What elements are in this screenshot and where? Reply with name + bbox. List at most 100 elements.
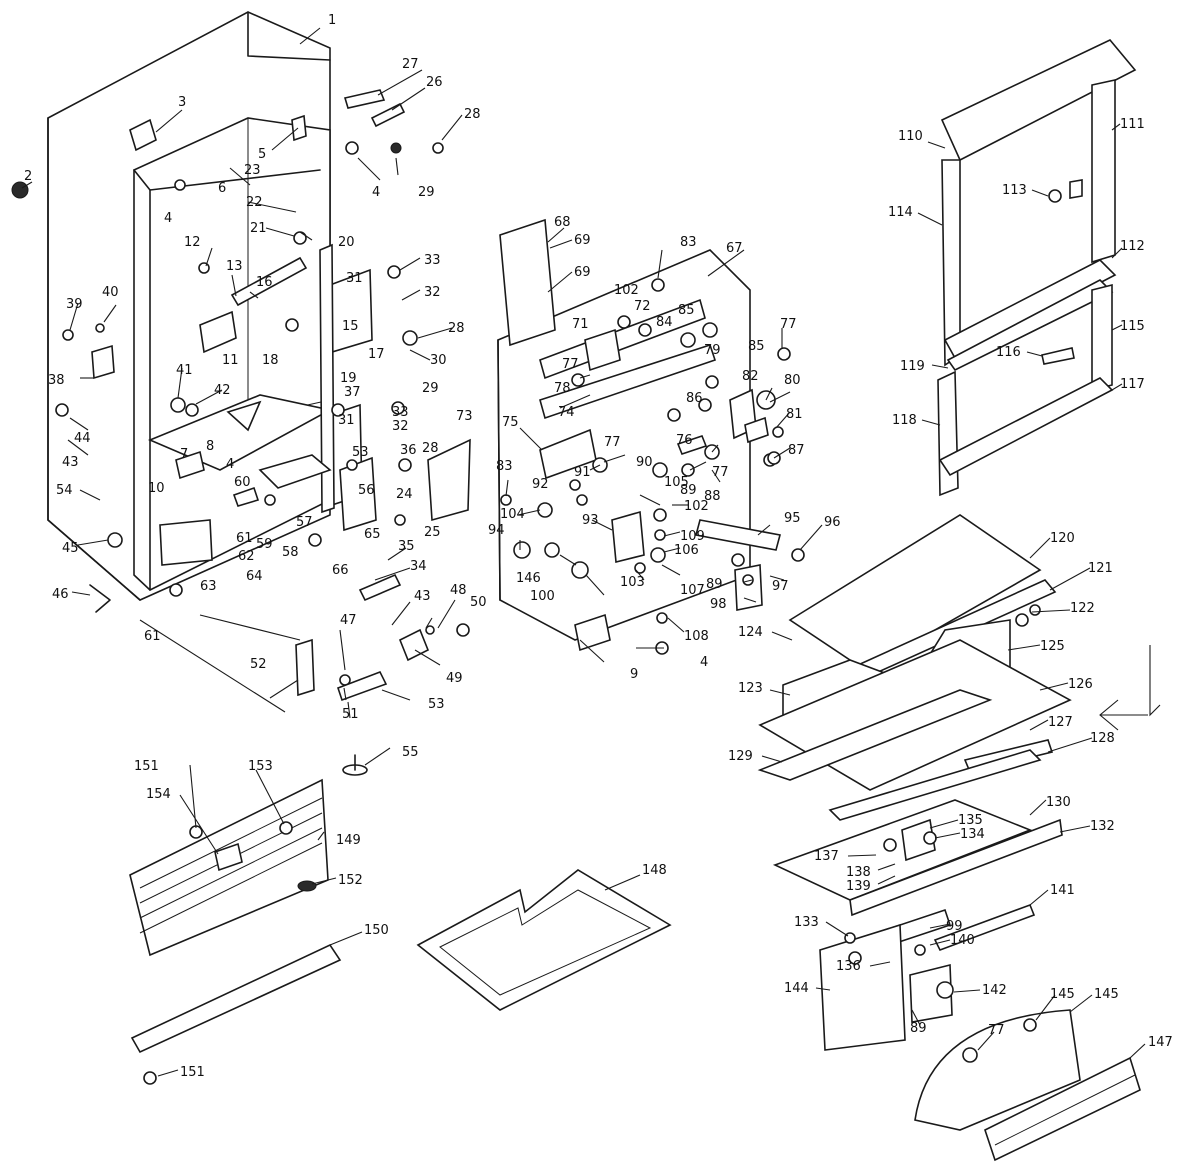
part-label-38: 38	[48, 373, 65, 388]
part-label-22: 22	[246, 195, 263, 210]
part-label-87: 87	[788, 443, 805, 458]
part-label-43: 43	[62, 455, 79, 470]
part-label-20: 20	[338, 235, 355, 250]
part-label-153: 153	[248, 759, 273, 774]
part-label-83: 83	[680, 235, 697, 250]
part-label-64: 64	[246, 569, 263, 584]
part-label-26: 26	[426, 75, 443, 90]
part-label-118: 118	[892, 413, 917, 428]
cabinet-outer-shell	[47, 11, 333, 601]
part-label-75: 75	[502, 415, 519, 430]
part-label-4: 4	[226, 457, 234, 472]
part-label-6: 6	[218, 181, 226, 196]
part-label-33: 33	[424, 253, 441, 268]
part-label-9: 9	[630, 667, 638, 682]
part-label-44: 44	[74, 431, 91, 446]
part-label-21: 21	[250, 221, 267, 236]
part-label-95: 95	[784, 511, 801, 526]
part-label-108: 108	[684, 629, 709, 644]
part-label-96: 96	[824, 515, 841, 530]
part-label-124: 124	[738, 625, 763, 640]
part-label-77: 77	[604, 435, 621, 450]
part-label-46: 46	[52, 587, 69, 602]
part-label-104: 104	[500, 507, 525, 522]
part-label-145: 145	[1094, 987, 1119, 1002]
part-label-92: 92	[532, 477, 549, 492]
part-label-88: 88	[704, 489, 721, 504]
part-label-48: 48	[450, 583, 467, 598]
part-label-154: 154	[146, 787, 171, 802]
part-label-31: 31	[346, 271, 363, 286]
part-label-11: 11	[222, 353, 239, 368]
part-label-1: 1	[328, 13, 336, 28]
part-label-69: 69	[574, 265, 591, 280]
part-label-25: 25	[424, 525, 441, 540]
door-bin-and-shelf	[914, 1009, 1141, 1162]
part-label-4: 4	[164, 211, 172, 226]
part-label-82: 82	[742, 369, 759, 384]
part-label-56: 56	[358, 483, 375, 498]
part-label-40: 40	[102, 285, 119, 300]
part-label-55: 55	[402, 745, 419, 760]
part-label-53: 53	[428, 697, 445, 712]
part-label-99: 99	[946, 919, 963, 934]
part-label-142: 142	[982, 983, 1007, 998]
part-label-85: 85	[678, 303, 695, 318]
part-label-89: 89	[706, 577, 723, 592]
part-label-94: 94	[488, 523, 505, 538]
part-label-123: 123	[738, 681, 763, 696]
part-label-34: 34	[410, 559, 427, 574]
part-label-61: 61	[236, 531, 253, 546]
part-label-50: 50	[470, 595, 487, 610]
part-label-67: 67	[726, 241, 743, 256]
cabinet-brackets	[159, 243, 377, 697]
part-label-127: 127	[1048, 715, 1073, 730]
part-label-119: 119	[900, 359, 925, 374]
shelves-and-crisper	[757, 514, 1072, 1051]
part-label-43: 43	[414, 589, 431, 604]
part-label-4: 4	[372, 185, 380, 200]
part-label-148: 148	[642, 863, 667, 878]
part-label-31: 31	[338, 413, 355, 428]
part-label-73: 73	[456, 409, 473, 424]
part-label-89: 89	[680, 483, 697, 498]
part-label-27: 27	[402, 57, 419, 72]
part-label-130: 130	[1046, 795, 1071, 810]
cabinet-small-parts	[11, 89, 471, 776]
part-label-49: 49	[446, 671, 463, 686]
part-label-72: 72	[634, 299, 651, 314]
part-label-120: 120	[1050, 531, 1075, 546]
part-label-71: 71	[572, 317, 589, 332]
part-label-121: 121	[1088, 561, 1113, 576]
part-label-53: 53	[352, 445, 369, 460]
part-label-23: 23	[244, 163, 261, 178]
part-label-63: 63	[200, 579, 217, 594]
part-label-102: 102	[614, 283, 639, 298]
part-label-135: 135	[958, 813, 983, 828]
part-label-45: 45	[62, 541, 79, 556]
part-label-17: 17	[368, 347, 385, 362]
part-label-37: 37	[344, 385, 361, 400]
part-label-122: 122	[1070, 601, 1095, 616]
part-label-28: 28	[448, 321, 465, 336]
base-grille	[129, 778, 342, 1085]
part-label-76: 76	[676, 433, 693, 448]
part-label-29: 29	[422, 381, 439, 396]
part-label-102: 102	[684, 499, 709, 514]
part-label-103: 103	[620, 575, 645, 590]
part-label-59: 59	[256, 537, 273, 552]
part-label-77: 77	[988, 1023, 1005, 1038]
part-label-65: 65	[364, 527, 381, 542]
part-label-57: 57	[296, 515, 313, 530]
part-label-134: 134	[960, 827, 985, 842]
part-label-8: 8	[206, 439, 214, 454]
part-label-54: 54	[56, 483, 73, 498]
part-label-149: 149	[336, 833, 361, 848]
part-number-labels: 1 2 3 4 4 4 4 5 6 7 8 9 10 11 12 13 15 1…	[24, 13, 1173, 1080]
part-label-138: 138	[846, 865, 871, 880]
part-label-52: 52	[250, 657, 267, 672]
part-label-129: 129	[728, 749, 753, 764]
part-label-81: 81	[786, 407, 803, 422]
part-label-113: 113	[1002, 183, 1027, 198]
